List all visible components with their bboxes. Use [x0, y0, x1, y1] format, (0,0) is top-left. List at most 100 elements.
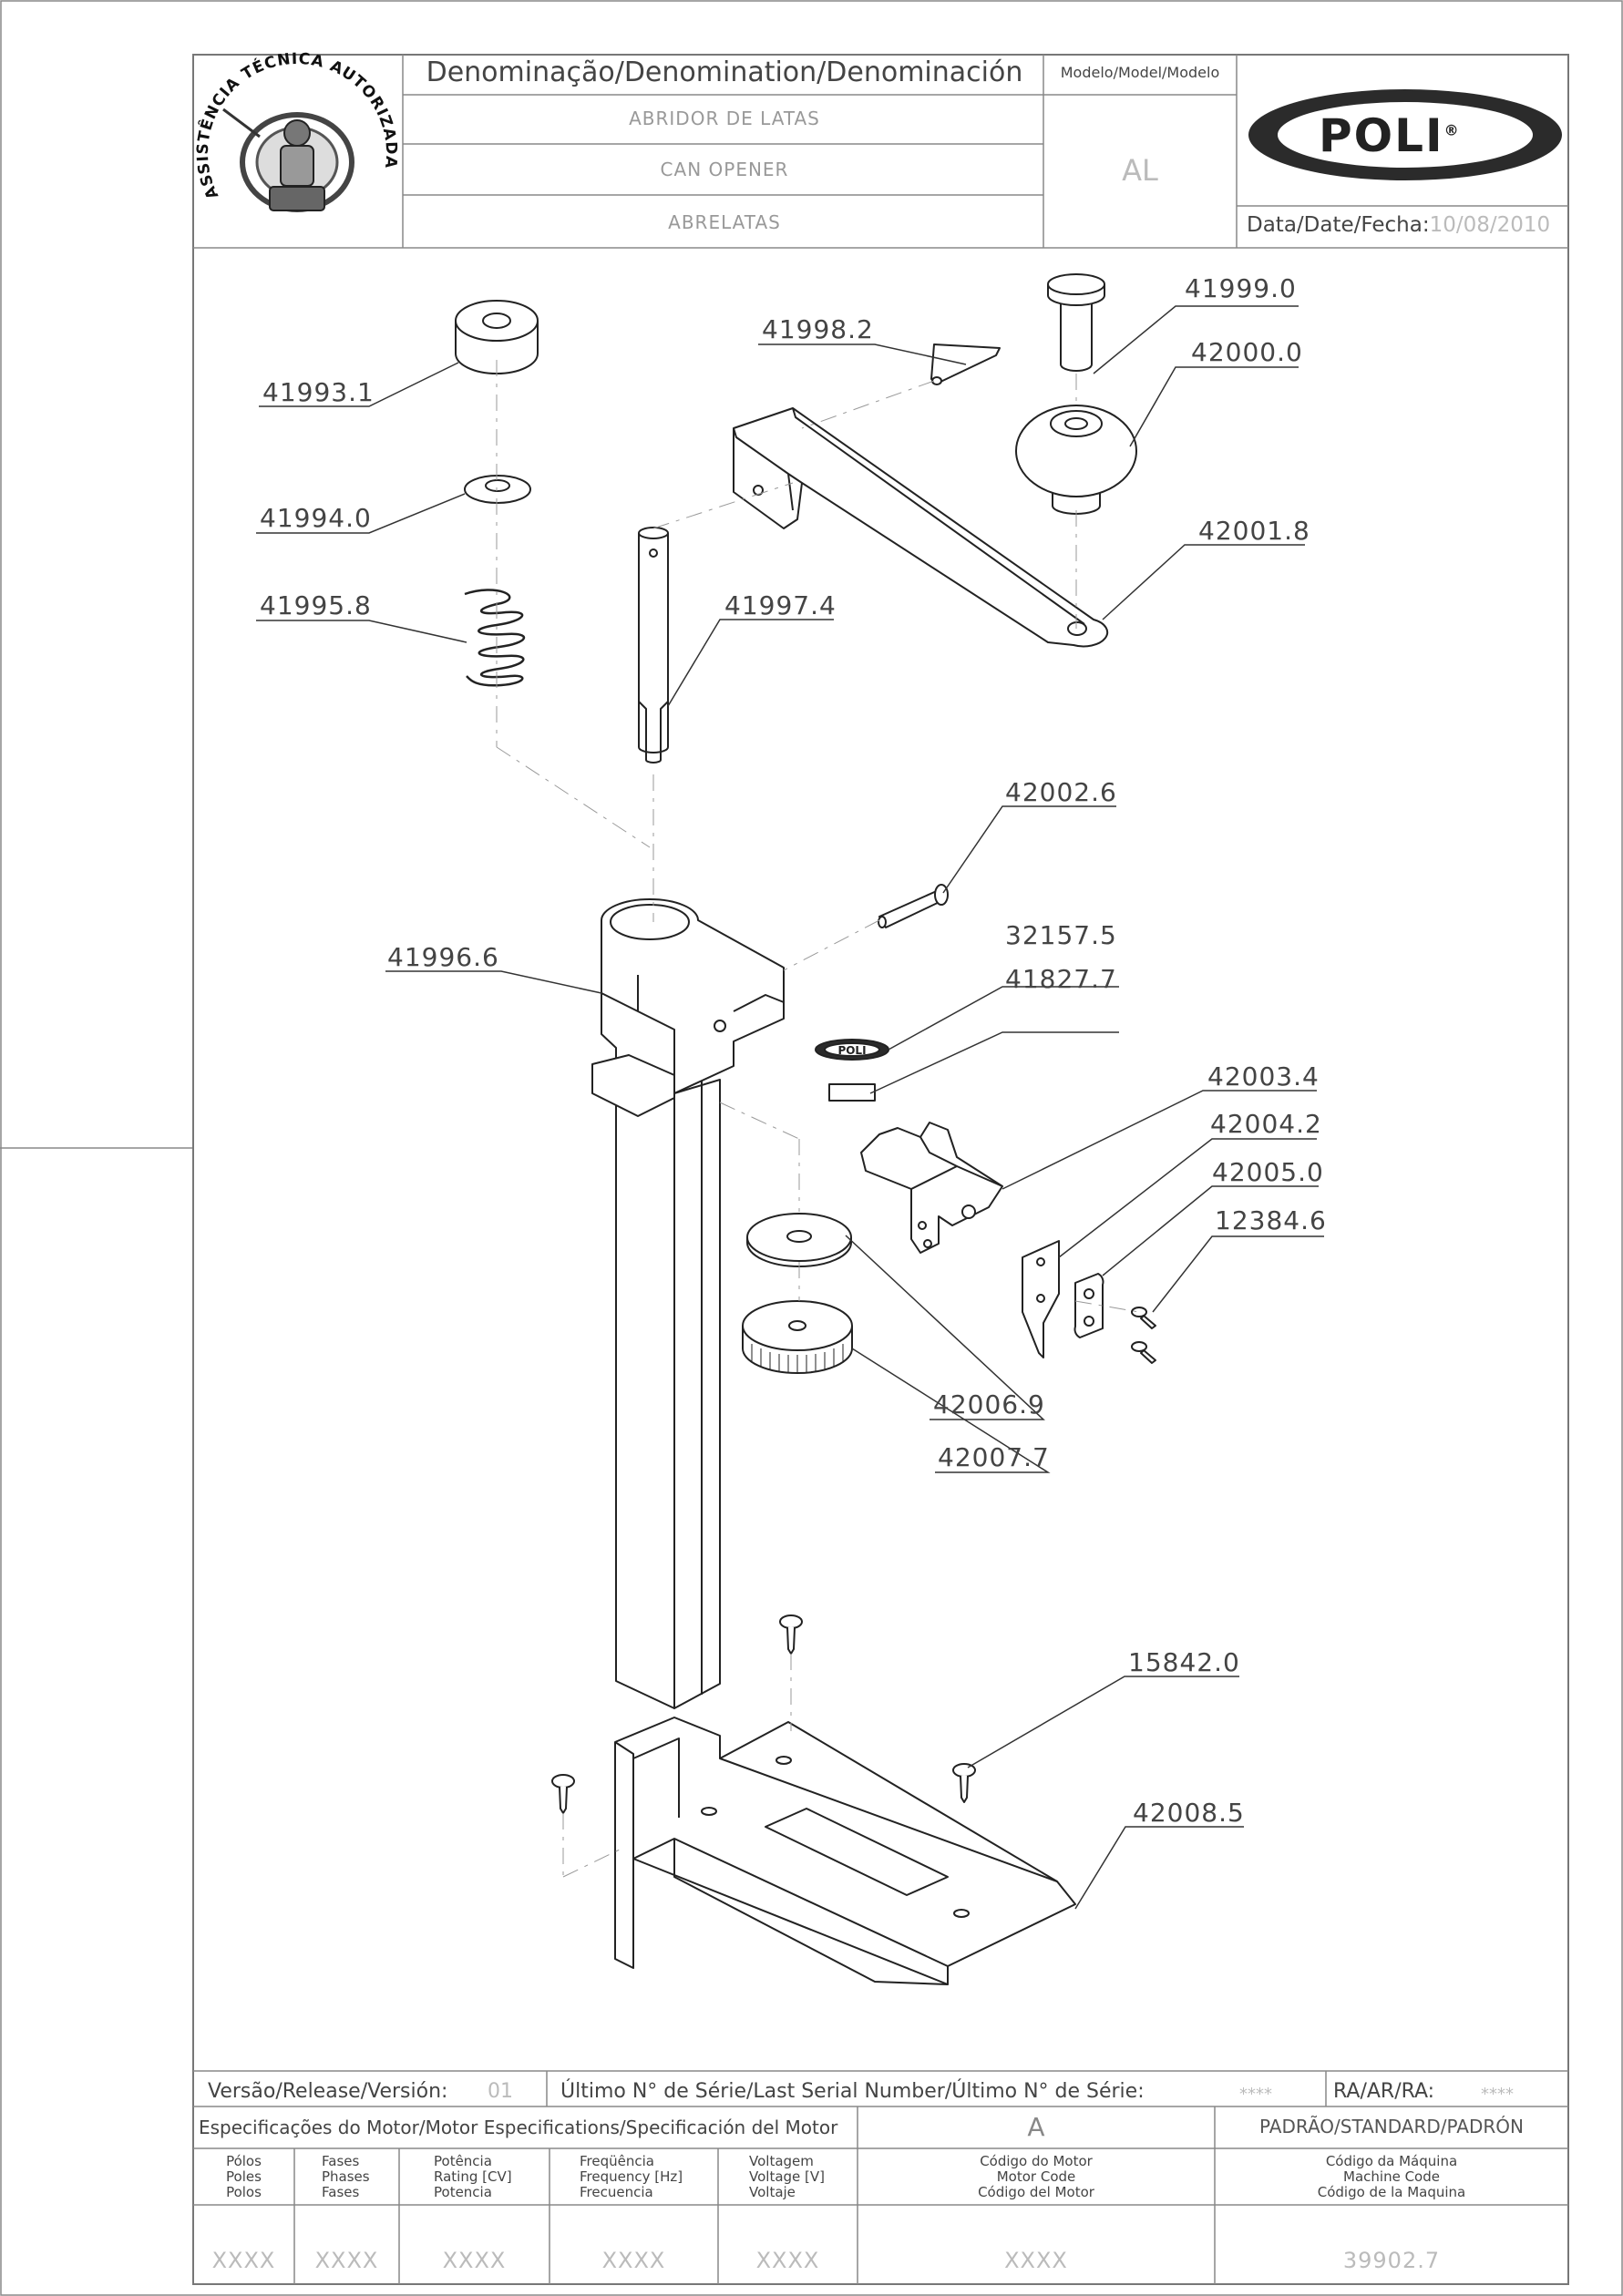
part-41993-1-cap	[455, 300, 539, 374]
brand-name: POLI®	[1319, 109, 1461, 162]
name-english: CAN OPENER	[660, 159, 789, 180]
brand-word: POLI	[1319, 109, 1444, 162]
callout-42000-0: 42000.0	[1191, 337, 1303, 367]
callout-32157-5: 32157.5	[1005, 920, 1117, 950]
serial-value: ****	[1239, 2085, 1272, 2104]
spec-header-phases-en: Phases	[322, 2168, 370, 2185]
spec-header-voltage: Voltagem Voltage [V] Voltaje	[718, 2154, 858, 2200]
callout-42007-7: 42007.7	[938, 1442, 1050, 1472]
spec-header-motor-code: Código do Motor Motor Code Código del Mo…	[858, 2154, 1215, 2200]
spec-header-machine-code-pt: Código da Máquina	[1325, 2153, 1458, 2169]
date-label: Data/Date/Fecha:	[1247, 213, 1430, 237]
standard-label: PADRÃO/STANDARD/PADRÓN	[1259, 2116, 1524, 2137]
spec-header-frequency: Freqüência Frequency [Hz] Frecuencia	[550, 2154, 718, 2200]
model-header: Modelo/Model/Modelo	[1060, 64, 1220, 81]
spec-header-motor-code-es: Código del Motor	[978, 2184, 1094, 2200]
title-block-grid	[193, 55, 1568, 249]
callout-41827-7: 41827.7	[1005, 964, 1117, 994]
spec-header-frequency-en: Frequency [Hz]	[580, 2168, 683, 2185]
part-42008-5-base	[614, 1717, 1076, 1985]
spec-header-phases-es: Fases	[322, 2184, 360, 2200]
callout-15842-0: 15842.0	[1128, 1647, 1240, 1677]
callout-42002-6: 42002.6	[1005, 777, 1117, 807]
sticker-brand-text: POLI	[837, 1044, 866, 1057]
spec-header-poles: Pólos Poles Polos	[193, 2154, 294, 2200]
part-32157-5-logo-sticker: POLI	[815, 1039, 889, 1061]
release-label: Versão/Release/Versión:	[208, 2080, 448, 2103]
poli-brand-logo	[1248, 89, 1562, 180]
spec-header-motor-code-pt: Código do Motor	[980, 2153, 1093, 2169]
part-41999-0-bolt	[1047, 273, 1105, 372]
spec-header-voltage-en: Voltage [V]	[749, 2168, 825, 2185]
spec-header-machine-code: Código da Máquina Machine Code Código de…	[1215, 2154, 1568, 2200]
callout-41995-8: 41995.8	[260, 590, 372, 620]
spec-header-phases: Fases Phases Fases	[294, 2154, 393, 2200]
part-41996-6-column	[591, 898, 785, 1709]
serial-label: Último N° de Série/Last Serial Number/Úl…	[560, 2080, 1145, 2103]
callout-42006-9: 42006.9	[933, 1389, 1045, 1420]
part-42007-7-gear	[742, 1300, 853, 1374]
callout-41997-4: 41997.4	[724, 590, 837, 620]
callout-41993-1: 41993.1	[262, 377, 375, 407]
phase-value: A	[1027, 2112, 1045, 2142]
part-42003-4-cutter-bracket	[860, 1122, 1003, 1254]
date-field: Data/Date/Fecha:10/08/2010	[1247, 213, 1550, 237]
spec-header-poles-pt: Pólos	[226, 2153, 262, 2169]
part-42005-0-plate	[1073, 1273, 1104, 1338]
spec-header-frequency-es: Frecuencia	[580, 2184, 653, 2200]
spec-header-motor-code-en: Motor Code	[996, 2168, 1076, 2185]
spec-header-frequency-pt: Freqüência	[580, 2153, 654, 2169]
part-42001-8-handle-arm	[733, 407, 1109, 648]
name-portuguese: ABRIDOR DE LATAS	[629, 108, 820, 129]
callout-42001-8: 42001.8	[1198, 516, 1310, 546]
ra-value: ****	[1481, 2085, 1514, 2104]
name-spanish: ABRELATAS	[668, 211, 781, 233]
part-42004-2-blade	[1022, 1240, 1060, 1358]
spec-header-voltage-pt: Voltagem	[749, 2153, 814, 2169]
leader-lines	[256, 305, 1324, 1910]
callout-42004-2: 42004.2	[1210, 1109, 1322, 1139]
spec-value-frequency: XXXX	[601, 2248, 666, 2273]
part-41827-7-label	[828, 1083, 876, 1102]
spec-value-poles: XXXX	[211, 2248, 276, 2273]
part-12384-6-screws	[1131, 1307, 1156, 1364]
spec-header-rating-es: Potencia	[434, 2184, 492, 2200]
spec-header-machine-code-en: Machine Code	[1343, 2168, 1440, 2185]
denomination-header: Denominação/Denomination/Denominación	[426, 56, 1023, 88]
callout-41998-2: 41998.2	[762, 314, 874, 344]
spec-value-phases: XXXX	[314, 2248, 379, 2273]
callout-41996-6: 41996.6	[387, 942, 499, 972]
spec-header-rating-en: Rating [CV]	[434, 2168, 512, 2185]
assembly-centerlines	[496, 360, 1140, 1878]
release-value: 01	[488, 2080, 513, 2103]
spec-header-phases-pt: Fases	[322, 2153, 360, 2169]
spec-header-poles-es: Polos	[226, 2184, 262, 2200]
spec-header-rating: Potência Rating [CV] Potencia	[399, 2154, 550, 2200]
motor-spec-header: Especificações do Motor/Motor Especifica…	[199, 2117, 838, 2138]
part-41997-4-shaft	[638, 527, 669, 764]
spec-value-rating: XXXX	[442, 2248, 507, 2273]
callout-42003-4: 42003.4	[1207, 1061, 1320, 1092]
part-41994-0-washer	[464, 475, 531, 504]
part-41995-8-spring	[464, 589, 526, 687]
brand-registered-mark: ®	[1443, 121, 1461, 139]
callout-41994-0: 41994.0	[260, 503, 372, 533]
spec-header-voltage-es: Voltaje	[749, 2184, 796, 2200]
callout-42008-5: 42008.5	[1133, 1798, 1245, 1828]
ra-label: RA/AR/RA:	[1333, 2080, 1435, 2103]
spec-value-motor-code: XXXX	[1004, 2248, 1068, 2273]
callout-41999-0: 41999.0	[1185, 273, 1297, 303]
date-value: 10/08/2010	[1429, 213, 1551, 237]
spec-value-voltage: XXXX	[755, 2248, 820, 2273]
spec-value-machine-code: 39902.7	[1342, 2248, 1441, 2273]
spec-header-rating-pt: Potência	[434, 2153, 492, 2169]
spec-header-machine-code-es: Código de la Maquina	[1317, 2184, 1466, 2200]
part-41998-2-pin	[930, 343, 1001, 385]
callout-12384-6: 12384.6	[1215, 1205, 1327, 1235]
callout-42005-0: 42005.0	[1212, 1157, 1324, 1187]
model-value: AL	[1122, 153, 1158, 188]
spec-header-poles-en: Poles	[226, 2168, 262, 2185]
